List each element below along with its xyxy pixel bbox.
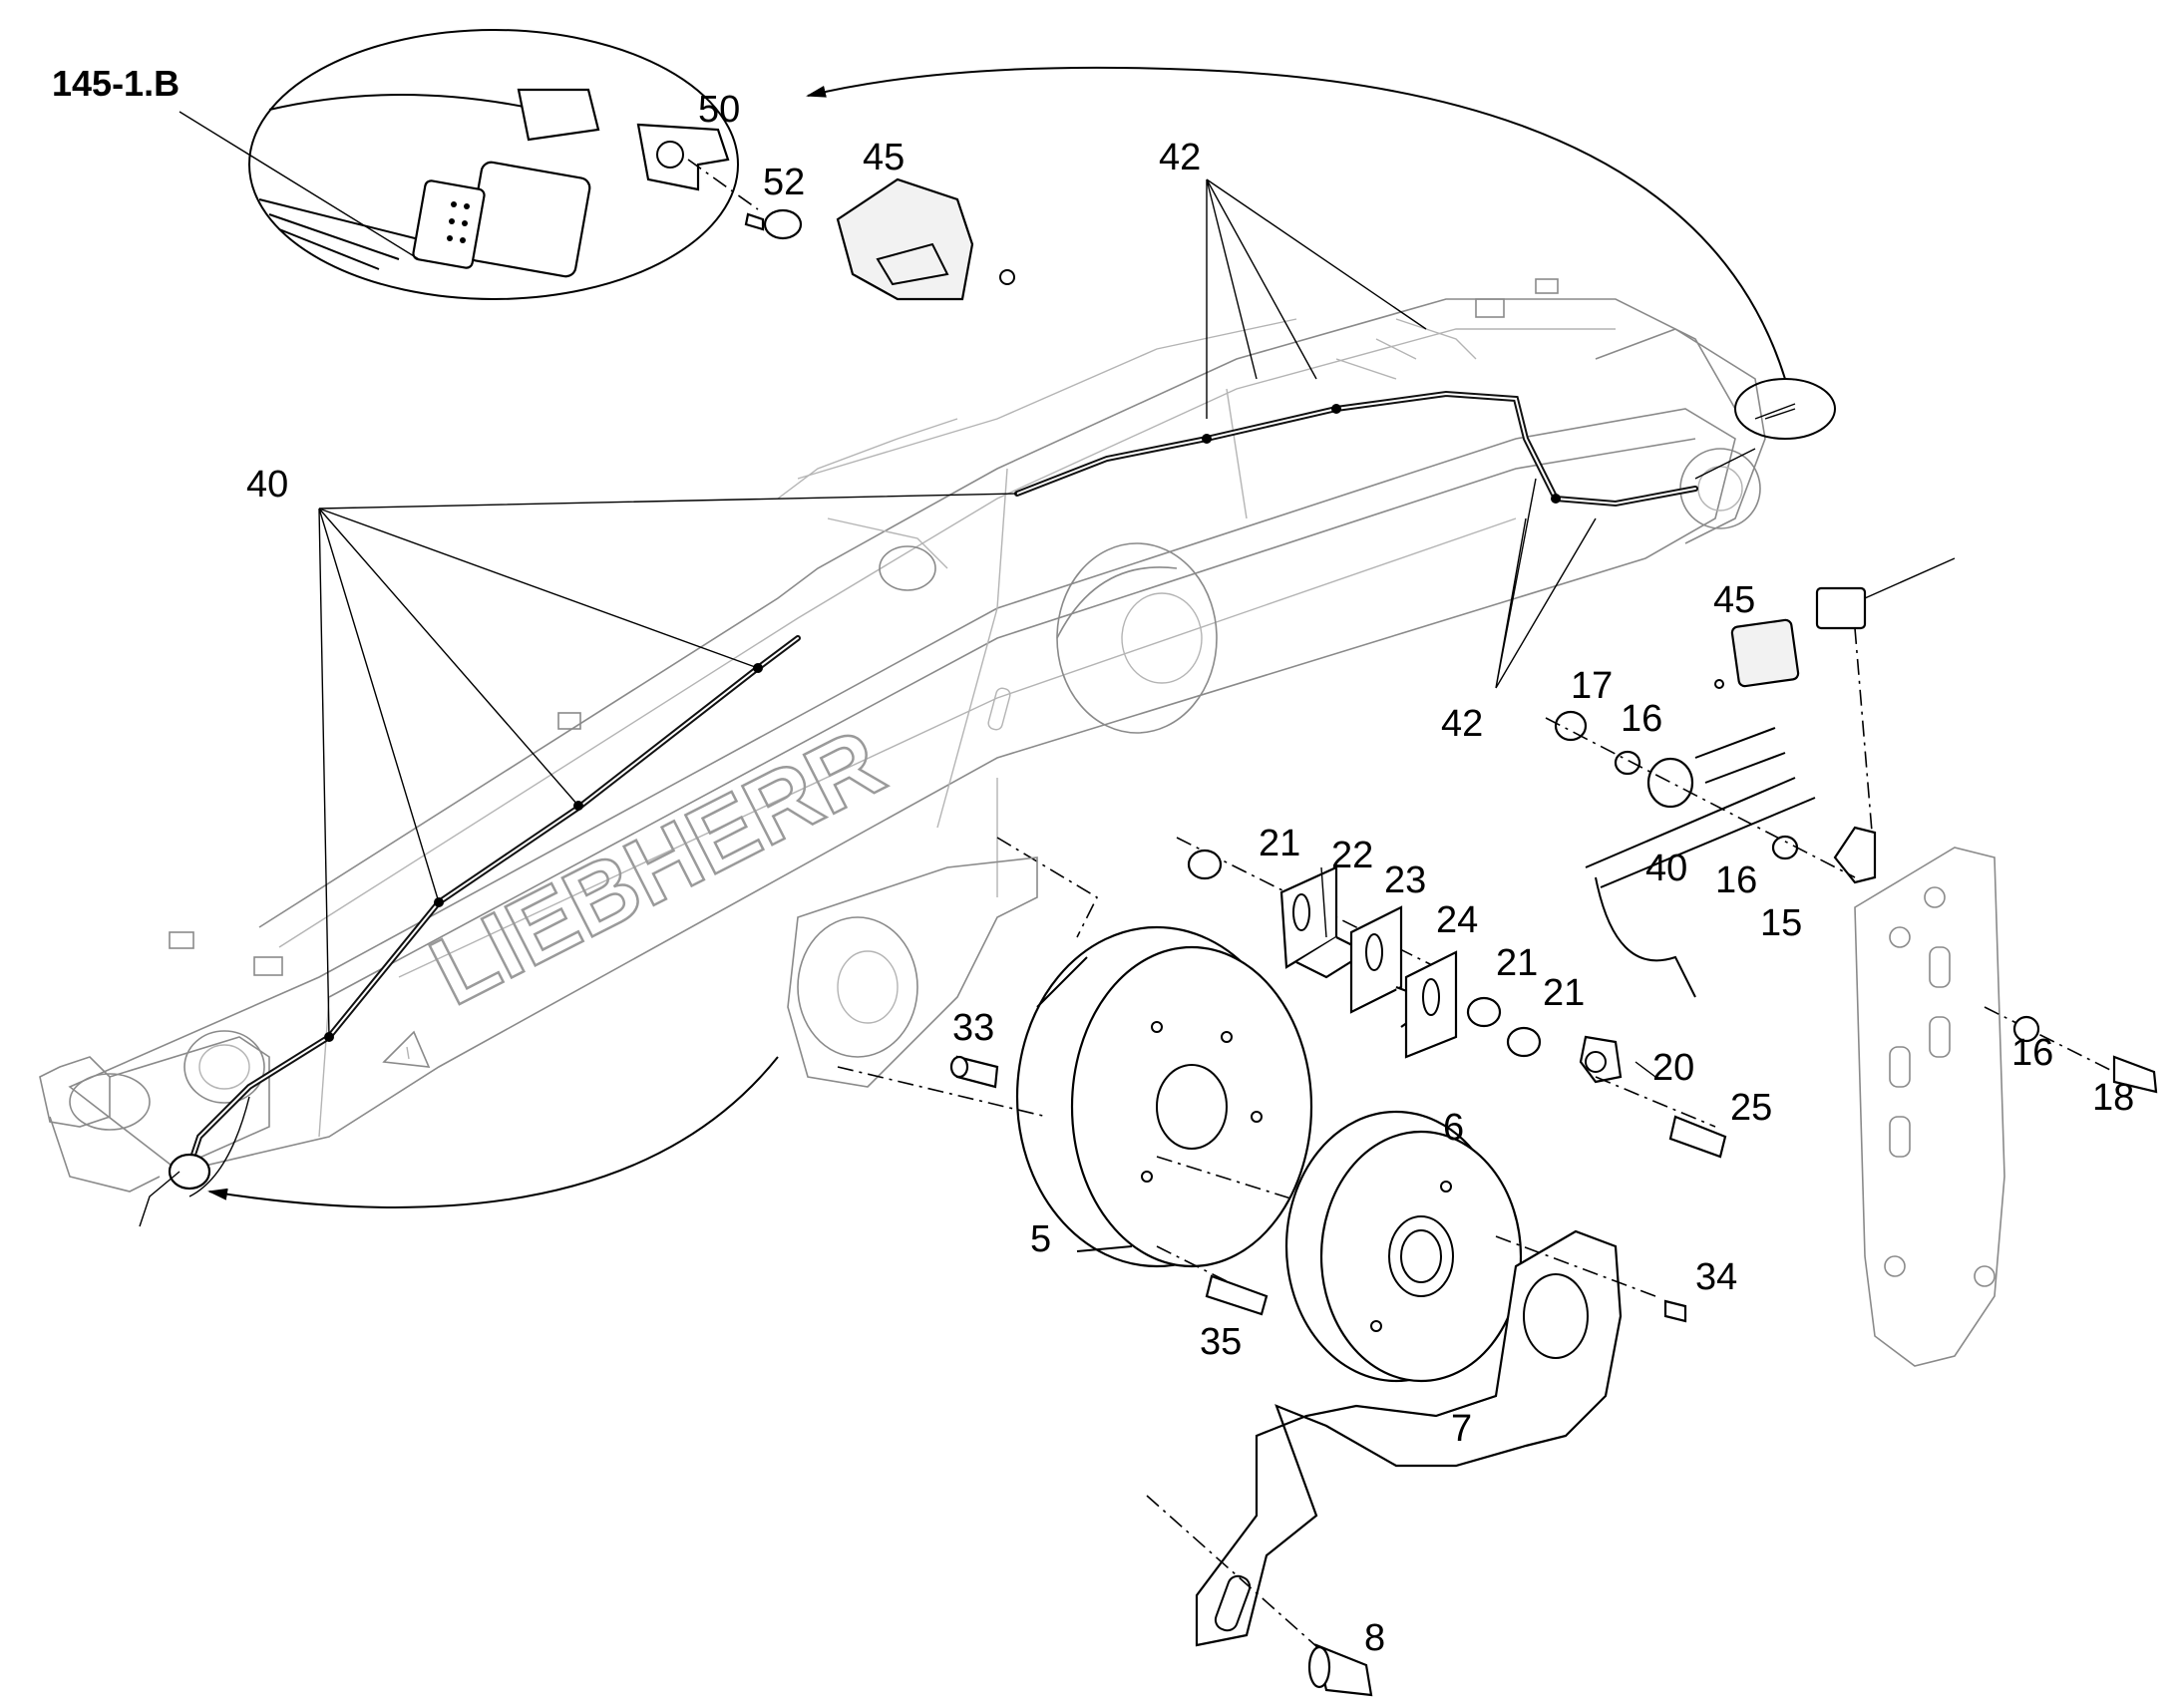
bolt-8 (1307, 1643, 1373, 1697)
axis-33 (837, 1066, 1048, 1118)
part-50-bracket (636, 123, 730, 191)
callout-15: 15 (1760, 902, 1802, 944)
part-45-plug-right (1714, 557, 1956, 868)
callout-8: 8 (1364, 1617, 1385, 1659)
callout-16-right: 16 (2011, 1032, 2053, 1074)
callout-6: 6 (1443, 1107, 1464, 1149)
callout-42-bottom: 42 (1441, 703, 1483, 745)
bolt-33 (949, 1055, 999, 1089)
bolt-35 (1156, 1245, 1269, 1316)
callout-45-right: 45 (1713, 579, 1755, 621)
plate-bracket (1854, 847, 2005, 1367)
detail-bubble (248, 29, 739, 300)
callout-45-top: 45 (863, 137, 905, 178)
callout-24: 24 (1436, 899, 1478, 941)
callout-20: 20 (1652, 1047, 1694, 1089)
part-6-flange (1284, 1110, 1523, 1383)
detail-reference: 145-1.B (52, 63, 180, 104)
bolt-34 (1663, 1299, 1687, 1323)
bolt-18-group (1984, 1006, 2158, 1094)
detail-source-circle (1734, 378, 1836, 440)
bolt-25 (1595, 1076, 1727, 1159)
base-mount-ghost (787, 856, 1038, 1088)
part-5-disc (1015, 925, 1313, 1268)
callout-18: 18 (2092, 1077, 2134, 1119)
callout-21-a: 21 (1259, 823, 1300, 864)
callout-21-b: 21 (1496, 942, 1538, 984)
axis-8 (1146, 1495, 1327, 1656)
part-45-plug-top (836, 177, 1015, 301)
callout-40-right: 40 (1645, 848, 1687, 889)
callout-50: 50 (698, 89, 740, 131)
detail-arrow-top (806, 66, 1786, 380)
callout-25: 25 (1730, 1087, 1772, 1129)
callout-42-top: 42 (1159, 137, 1201, 178)
callout-16-upper: 16 (1621, 698, 1662, 740)
callout-16-mid: 16 (1715, 859, 1757, 901)
part-52-screw (687, 159, 803, 240)
reference-leader (179, 111, 420, 260)
callout-40-left: 40 (246, 464, 288, 506)
nut-17 (1554, 710, 1588, 742)
callout-7: 7 (1451, 1408, 1472, 1450)
wire-harness (139, 390, 1796, 1227)
callout-17: 17 (1571, 665, 1613, 707)
callout-33: 33 (952, 1007, 994, 1049)
axis-34 (1495, 1235, 1656, 1297)
callout-52: 52 (763, 162, 805, 203)
detail-arrow-bottom (207, 1056, 779, 1208)
part-7-arm (1195, 1229, 1623, 1647)
callout-21-c: 21 (1543, 972, 1585, 1014)
callout-22: 22 (1331, 835, 1373, 876)
callout-34: 34 (1695, 1256, 1737, 1298)
leader-lines (318, 178, 1656, 1078)
callout-23: 23 (1384, 859, 1426, 901)
callout-35: 35 (1200, 1321, 1242, 1363)
callout-5: 5 (1030, 1218, 1051, 1260)
spacer-brackets (996, 837, 1623, 1084)
clamp-assembly (1545, 710, 1877, 998)
